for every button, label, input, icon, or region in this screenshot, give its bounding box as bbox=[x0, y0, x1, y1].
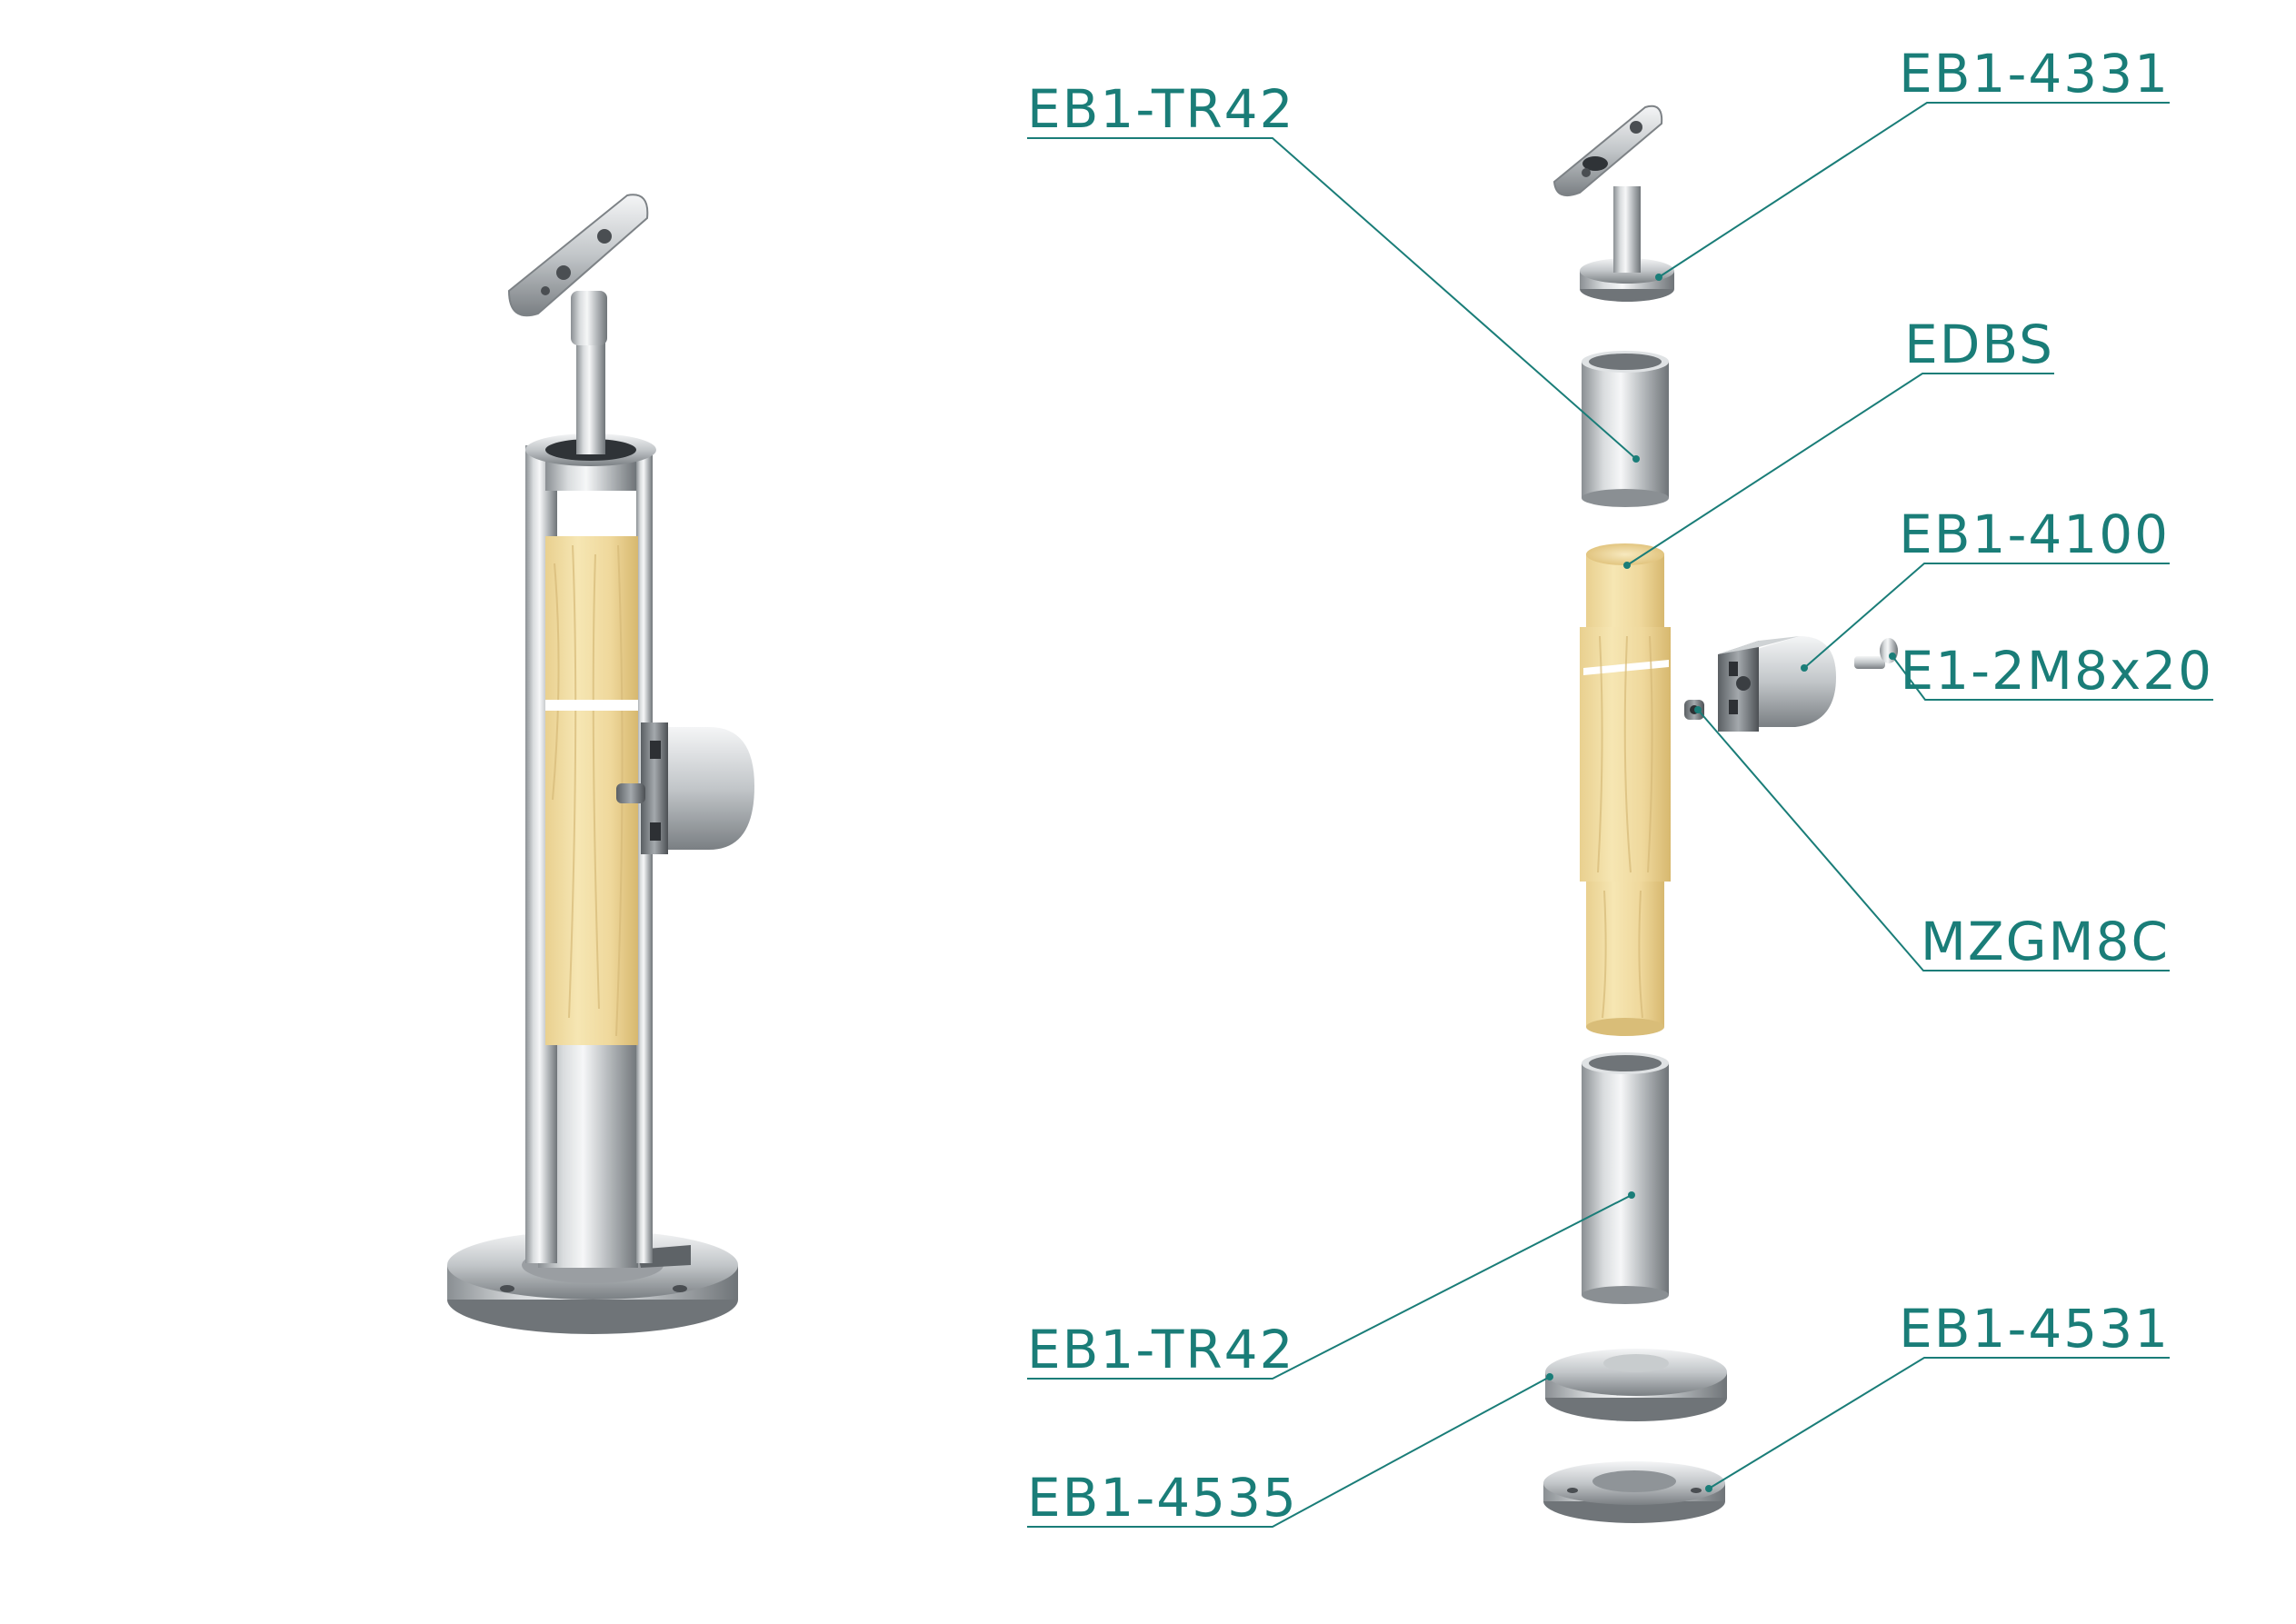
label-tube-top: EB1-TR42 bbox=[1027, 78, 1294, 140]
part-base-plate bbox=[1543, 1461, 1725, 1523]
part-clamp bbox=[1718, 636, 1836, 732]
leader-lines bbox=[1027, 102, 2213, 1528]
part-tube-bottom bbox=[1582, 1052, 1669, 1304]
label-handrail-holder: EB1-4331 bbox=[1899, 43, 2170, 105]
label-screw: E1-2M8x20 bbox=[1901, 640, 2213, 702]
part-handrail-holder bbox=[1552, 105, 1674, 302]
assembled-clamp bbox=[616, 722, 754, 854]
part-wood-insert bbox=[1580, 543, 1671, 1036]
assembled-top-cap bbox=[525, 433, 656, 491]
leader-cover bbox=[1027, 1376, 1551, 1528]
leader-wood-insert bbox=[1626, 373, 2054, 566]
part-tube-top bbox=[1582, 351, 1669, 507]
leader-screw bbox=[1892, 655, 2213, 701]
leader-base-plate bbox=[1708, 1357, 2170, 1489]
label-threaded-pin: MZGM8C bbox=[1921, 911, 2170, 972]
part-cover bbox=[1545, 1349, 1727, 1421]
assembled-handrail-holder bbox=[507, 194, 649, 454]
label-cover: EB1-4535 bbox=[1027, 1467, 1298, 1529]
leader-tube-bottom bbox=[1027, 1194, 1632, 1380]
leader-handrail-holder bbox=[1658, 102, 2170, 278]
label-tube-bottom: EB1-TR42 bbox=[1027, 1319, 1294, 1380]
label-clamp: EB1-4100 bbox=[1899, 503, 2170, 565]
leader-dots bbox=[1546, 274, 1896, 1492]
leader-threaded-pin bbox=[1697, 709, 2170, 971]
leader-tube-top bbox=[1027, 137, 1637, 460]
assembled-post bbox=[447, 194, 754, 1334]
leader-clamp bbox=[1803, 563, 2170, 669]
label-wood-insert: EDBS bbox=[1904, 314, 2054, 375]
label-base-plate: EB1-4531 bbox=[1899, 1298, 2170, 1360]
